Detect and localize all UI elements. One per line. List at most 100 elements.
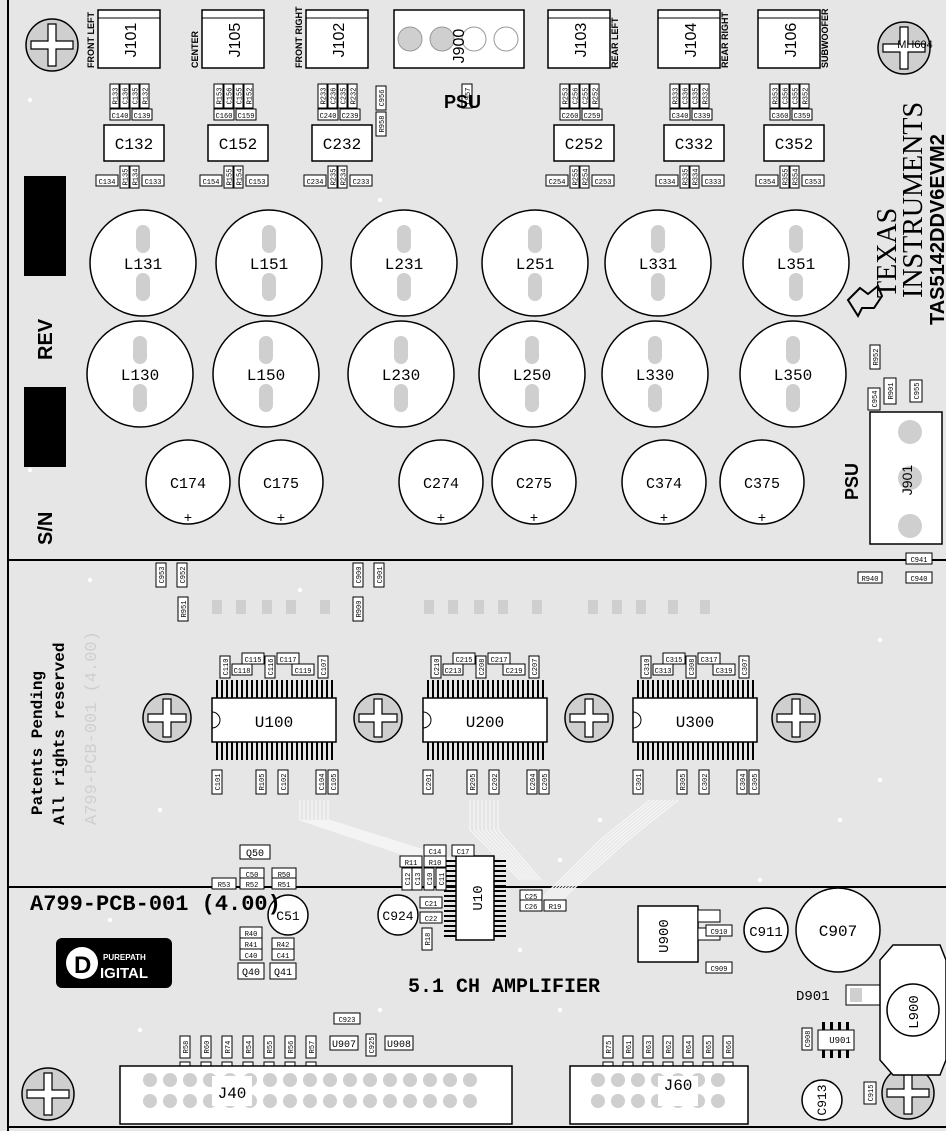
regulator-u908	[384, 1035, 414, 1051]
inductor-pad	[394, 384, 408, 412]
cap-c119-pad	[291, 663, 315, 676]
electrolytic-cap-c911	[743, 907, 789, 953]
electrolytic-cap-c174	[145, 439, 231, 525]
ic-pin	[261, 680, 263, 698]
ic-pin	[752, 680, 754, 698]
resistor-c335: C335	[693, 88, 701, 105]
cap-c134: C134	[99, 179, 116, 187]
ic-pin	[241, 680, 243, 698]
output-connector-j102	[305, 9, 369, 69]
capacitor-c332	[663, 124, 725, 162]
cap-c340: C340	[672, 113, 689, 121]
resistor-r305-pad	[676, 769, 688, 795]
cap-c317: C317	[701, 657, 718, 665]
ic-pin	[256, 742, 258, 760]
ic-pin	[316, 680, 318, 698]
cap-c217: C217	[491, 657, 508, 665]
cap-c160: C160	[216, 113, 233, 121]
resistor-r901: R901	[888, 383, 896, 400]
cap-c954: C954	[872, 391, 880, 408]
connector-pin	[397, 26, 423, 52]
cap-c215: C215	[456, 657, 473, 665]
resistor-r135: R135	[123, 169, 131, 186]
cap-c21-pad	[419, 896, 443, 909]
header-pin	[403, 1094, 417, 1108]
cap-c353-pad	[801, 174, 825, 187]
pcb-trace	[481, 800, 530, 881]
resistor-r205: R205	[470, 774, 478, 791]
resistor-r135-pad	[119, 165, 130, 189]
ic-pin	[442, 680, 444, 698]
pcb-trace	[542, 799, 655, 901]
cap-c956: C956	[379, 90, 387, 107]
inductor-l251	[481, 209, 589, 317]
smd-pad	[474, 600, 484, 614]
transistor-q41	[269, 962, 297, 980]
ic-pin	[226, 680, 228, 698]
cap-c302: C302	[702, 774, 710, 791]
electrolytic-cap-label-c924: C924	[382, 909, 413, 924]
cap-c205-pad	[538, 769, 550, 795]
cap-c315: C315	[666, 657, 683, 665]
cap-c909-pad	[705, 961, 733, 974]
channel-label-j106: SUBWOOFER	[820, 8, 830, 68]
resistor-r18: R18	[425, 933, 433, 946]
via-dot	[597, 817, 603, 823]
ic-pin	[444, 890, 456, 892]
pcb-trace	[497, 800, 542, 881]
resistor-r354: R354	[793, 169, 801, 186]
electrolytic-cap-c924	[377, 894, 419, 936]
cap-c940: C940	[911, 576, 928, 584]
ic-pin	[512, 680, 514, 698]
ic-pin	[231, 742, 233, 760]
ic-pin	[542, 742, 544, 760]
ic-pin	[527, 680, 529, 698]
ic-pin	[507, 680, 509, 698]
cap-c954-pad	[867, 387, 881, 411]
resistor-r58-pad	[179, 1035, 191, 1059]
sn-label: S/N	[35, 512, 57, 545]
cap-c240-pad	[317, 108, 339, 121]
electrolytic-cap-label-c913: C913	[815, 1084, 830, 1115]
electrolytic-cap-label-c51: C51	[276, 909, 300, 924]
via-dot	[157, 807, 163, 813]
purepath-digital-logo: D PUREPATH IGITAL	[56, 938, 172, 988]
inductor-label-l330: L330	[636, 367, 674, 385]
inductor-l350	[739, 320, 847, 428]
ic-pin	[747, 742, 749, 760]
cap-c319-pad	[712, 663, 736, 676]
ic-pin	[251, 680, 253, 698]
resistor-c136: C136	[123, 88, 131, 105]
cap-c956-pad	[375, 85, 387, 111]
resistor-r51: R51	[278, 882, 291, 890]
inductor-core	[886, 983, 940, 1037]
cap-c201: C201	[426, 774, 434, 791]
ic-pin	[246, 742, 248, 760]
ic-pin	[712, 680, 714, 698]
cap-c140: C140	[112, 113, 129, 121]
capacitor-label-c252: C252	[565, 136, 603, 154]
ic-pin	[477, 742, 479, 760]
ic-pin	[838, 1022, 841, 1030]
resistor-r56-pad	[284, 1035, 296, 1059]
inductor-l331	[604, 209, 712, 317]
resistor-r134-pad	[129, 165, 140, 189]
inductor-label-l900: L900	[907, 995, 923, 1029]
electrolytic-cap-c275	[491, 439, 577, 525]
cap-c233: C233	[353, 179, 370, 187]
resistor-r75-pad	[602, 1035, 614, 1059]
inductor-pad	[397, 225, 411, 253]
cap-c305: C305	[752, 774, 760, 791]
connector-pin	[898, 514, 922, 538]
resistor-c236: C236	[331, 88, 339, 105]
connector-id-j103: J103	[573, 23, 590, 58]
transistor-q50	[239, 844, 271, 860]
pcb-trace	[560, 799, 679, 901]
ic-pin	[221, 742, 223, 760]
cap-c107-pad	[317, 655, 329, 679]
ic-pin	[444, 915, 456, 917]
ic-pin	[444, 935, 456, 937]
inductor-pad	[397, 273, 411, 301]
ti-brand-line2: INSTRUMENTS	[898, 102, 929, 298]
